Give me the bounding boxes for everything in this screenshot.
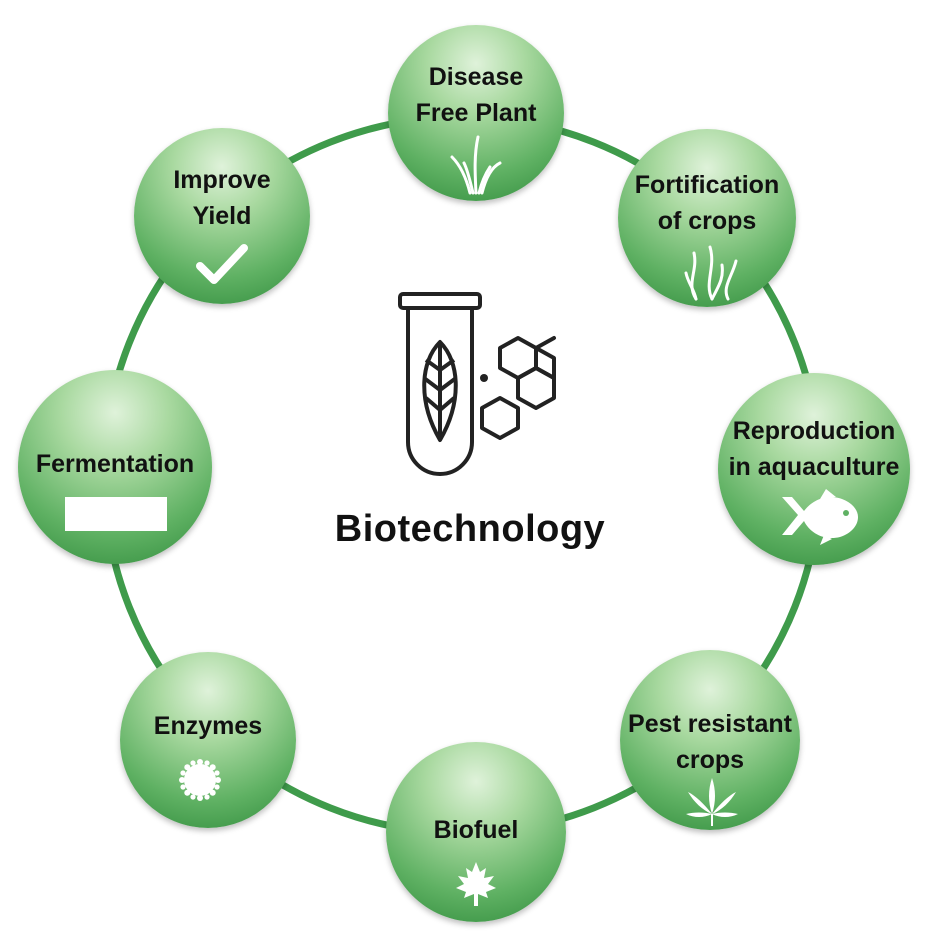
- fish-icon: [782, 489, 858, 545]
- node-label: Enzymes: [153, 712, 263, 740]
- node-improve-yield: Improve Yield: [134, 128, 310, 304]
- node-pest-resistant-crops: Pest resistant crops: [620, 650, 800, 830]
- node-label: Pest resistant crops: [628, 710, 792, 774]
- node-label: Fermentation: [35, 450, 195, 478]
- rectangle-icon: [65, 497, 167, 531]
- checkmark-icon: [196, 244, 248, 284]
- node-label: Reproduction in aquaculture: [728, 417, 900, 481]
- cannabis-leaf-icon: [686, 778, 738, 826]
- biotechnology-icon: [398, 292, 556, 476]
- node-label: Disease Free Plant: [415, 63, 537, 127]
- node-label: Improve Yield: [173, 166, 271, 230]
- seaweed-icon: [684, 245, 738, 301]
- node-disease-free-plant: Disease Free Plant: [388, 25, 564, 201]
- maple-leaf-icon: [456, 862, 496, 906]
- node-fermentation: Fermentation: [18, 370, 212, 564]
- node-fortification-of-crops: Fortification of crops: [618, 129, 796, 307]
- node-enzymes: Enzymes: [120, 652, 296, 828]
- node-reproduction-in-aquaculture: Reproduction in aquaculture: [718, 373, 910, 565]
- center-title: Biotechnology: [334, 508, 606, 550]
- node-label: Biofuel: [433, 816, 519, 844]
- gear-icon: [179, 759, 221, 801]
- node-label: Fortification of crops: [634, 171, 780, 235]
- grass-icon: [450, 135, 502, 195]
- node-biofuel: Biofuel: [386, 742, 566, 922]
